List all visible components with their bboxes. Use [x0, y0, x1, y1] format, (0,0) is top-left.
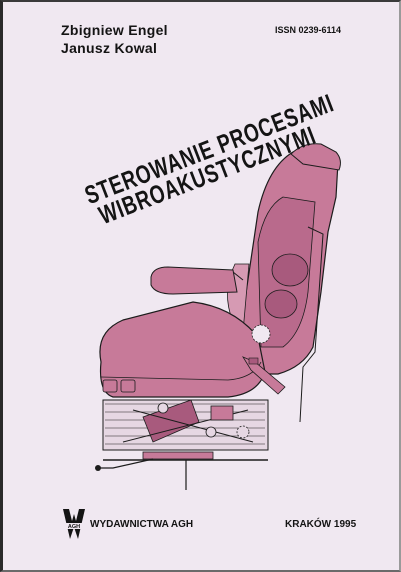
car-seat-illustration [95, 143, 341, 490]
city-year: KRAKÓW 1995 [285, 519, 357, 530]
book-title: STEROWANIE PROCESAMI WIBROAKUSTYCZNYMI [58, 90, 358, 231]
control-button [102, 379, 118, 393]
lever-knob [95, 465, 101, 471]
pivot-joint [205, 426, 217, 438]
pivot-joint [157, 402, 169, 414]
seat-rail [142, 451, 214, 460]
adjustment-lever [99, 458, 154, 469]
seat-frame [299, 226, 324, 423]
issn-number: ISSN 0239-6114 [275, 25, 342, 35]
shock-absorber [142, 399, 200, 443]
lumbar-cushion [271, 253, 309, 287]
author-name: Zbigniew Engel [61, 22, 168, 38]
recline-knob [251, 324, 271, 344]
pivot-joint [236, 425, 250, 439]
logo-letters: AGH [68, 524, 80, 530]
seat-armrest [150, 266, 238, 295]
author-name: Janusz Kowal [61, 40, 158, 56]
agh-logo: AGH [63, 509, 85, 539]
control-button [248, 357, 259, 365]
lumbar-cushion [264, 289, 298, 319]
publisher-name: WYDAWNICTWA AGH [90, 519, 194, 530]
actuator-block [210, 405, 234, 421]
seat-headrest [290, 143, 341, 171]
control-button [120, 379, 136, 393]
